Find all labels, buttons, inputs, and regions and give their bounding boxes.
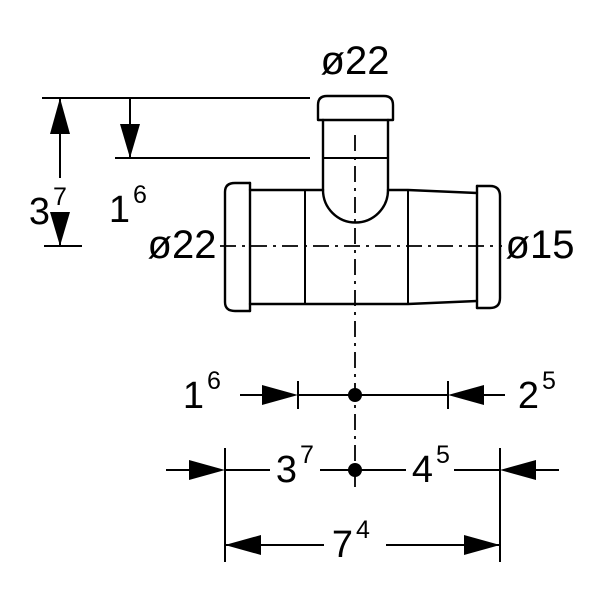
dimension-value: 3 — [29, 191, 50, 233]
dimension-superscript: 5 — [436, 441, 450, 469]
diameter-labels: ø22 ø22 ø15 — [148, 39, 575, 267]
dimension-superscript: 6 — [207, 367, 221, 395]
branch-junction-dome — [321, 188, 390, 224]
dimension-superscript: 5 — [542, 367, 556, 395]
dimension-value: 7 — [332, 524, 353, 566]
dimension-value: 1 — [109, 189, 130, 231]
dimension-value: 2 — [518, 375, 539, 417]
arrow-left-icon — [448, 385, 484, 405]
center-reference-dot — [348, 463, 362, 477]
dimension-value: 4 — [412, 449, 433, 491]
dimension-row-insertion-depths: 1 6 2 5 — [183, 367, 556, 417]
dimension-superscript: 7 — [53, 183, 67, 211]
right-diameter-label: ø15 — [506, 223, 575, 267]
dimension-superscript: 7 — [300, 441, 314, 469]
centerlines — [220, 135, 502, 487]
left-diameter-label: ø22 — [148, 223, 217, 267]
top-diameter-label: ø22 — [321, 39, 390, 83]
dimension-superscript: 4 — [356, 516, 370, 544]
arrow-up-icon — [50, 98, 70, 134]
dimension-row-lengths: 3 7 4 5 — [166, 441, 559, 491]
right-collar — [475, 184, 502, 310]
arrow-right-icon — [189, 460, 225, 480]
branch-collar — [316, 94, 395, 122]
arrow-left-icon — [500, 460, 536, 480]
dimension-value: 3 — [276, 449, 297, 491]
center-reference-dot — [348, 388, 362, 402]
arrow-right-icon — [464, 535, 500, 555]
dimension-height-3-7: 3 7 — [29, 97, 310, 247]
dimension-superscript: 6 — [133, 181, 147, 209]
dimension-total-length: 7 4 — [224, 448, 501, 566]
arrow-right-icon — [262, 385, 298, 405]
dimension-value: 1 — [183, 375, 204, 417]
dimension-branch-depth-1-6: 1 6 — [109, 98, 310, 231]
arrow-down-icon — [120, 124, 140, 158]
left-collar — [223, 181, 252, 313]
arrow-down-icon — [50, 212, 70, 246]
fitting-outline — [223, 94, 502, 313]
arrow-left-icon — [225, 535, 261, 555]
